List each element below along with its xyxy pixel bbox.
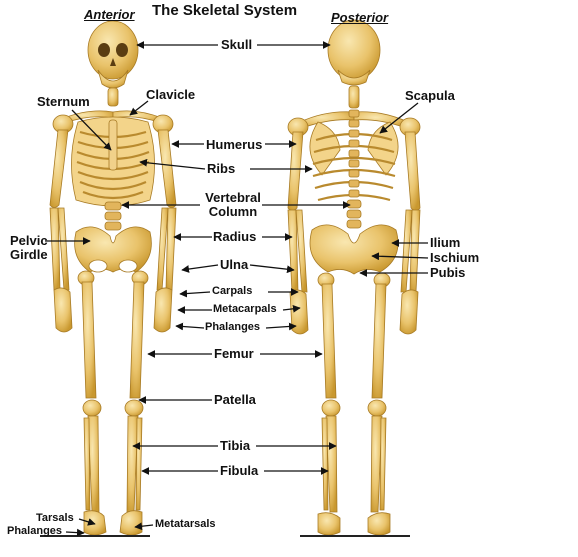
anterior-pelvis	[74, 226, 152, 273]
label-pelvic-line1: Pelvic	[10, 233, 48, 248]
posterior-skeleton	[287, 19, 421, 536]
label-pelvic-girdle: Pelvic Girdle	[10, 234, 48, 261]
label-ulna: Ulna	[220, 257, 249, 272]
label-fibula: Fibula	[220, 463, 259, 478]
anterior-left-femur	[81, 281, 97, 399]
label-vertebral-line1: Vertebral	[205, 190, 261, 205]
label-metacarpals: Metacarpals	[213, 303, 277, 315]
label-sternum: Sternum	[37, 94, 90, 109]
anterior-right-femur	[129, 281, 145, 399]
label-tibia: Tibia	[220, 438, 251, 453]
label-pelvic-line2: Girdle	[10, 246, 48, 262]
anterior-right-humerus	[157, 129, 177, 208]
anterior-left-humerus	[49, 129, 69, 208]
label-radius: Radius	[213, 229, 257, 244]
label-patella: Patella	[214, 392, 256, 407]
label-femur: Femur	[214, 346, 254, 361]
anterior-skeleton	[49, 20, 177, 536]
anterior-sternum	[108, 119, 118, 171]
diagram-title: The Skeletal System	[152, 2, 298, 19]
label-ilium: Ilium	[430, 235, 461, 250]
posterior-view-label: Posterior	[331, 10, 389, 25]
anterior-skull	[87, 20, 139, 80]
anterior-view-label: Anterior	[84, 7, 135, 22]
label-vertebral-line2: Column	[208, 203, 258, 219]
label-pubis: Pubis	[430, 265, 466, 280]
label-clavicle: Clavicle	[146, 87, 196, 102]
label-metatarsals: Metatarsals	[155, 518, 216, 530]
label-humerus: Humerus	[206, 137, 263, 152]
label-carpals: Carpals	[212, 285, 253, 297]
label-skull: Skull	[221, 37, 253, 52]
label-scapula: Scapula	[405, 88, 455, 103]
label-phalanges-hand: Phalanges	[205, 321, 261, 333]
posterior-skull	[327, 19, 381, 81]
label-ribs: Ribs	[207, 161, 236, 176]
label-tarsals: Tarsals	[36, 512, 74, 524]
anterior-jaw	[97, 69, 129, 89]
leader-arrows	[45, 41, 429, 537]
label-vertebral-column: Vertebral Column	[204, 191, 262, 218]
label-ischium: Ischium	[430, 250, 480, 265]
label-phalanges-foot: Phalanges	[7, 525, 63, 537]
